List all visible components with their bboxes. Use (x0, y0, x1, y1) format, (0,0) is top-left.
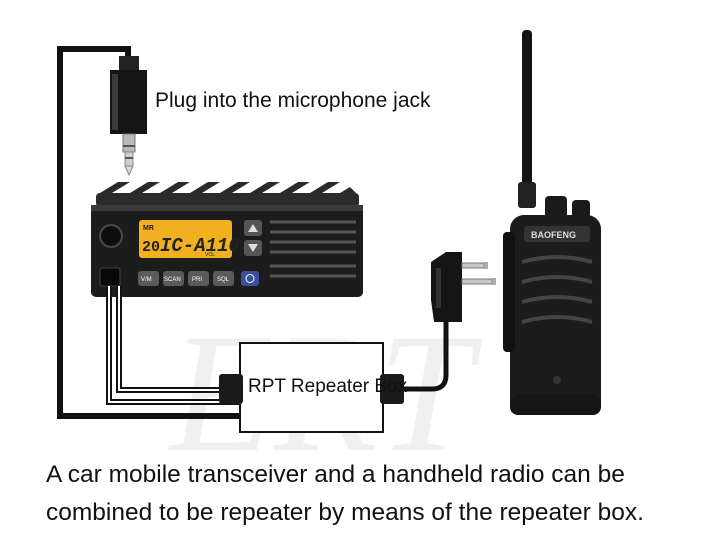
channel-knob (545, 196, 567, 218)
antenna (522, 30, 532, 200)
handheld-radio: BAOFENG (503, 30, 601, 415)
svg-text:VOL: VOL (205, 252, 215, 258)
repeater-box-label: RPT Repeater Box (248, 376, 407, 398)
svg-text:IC-A110: IC-A110 (160, 235, 240, 257)
caption-line-1: A car mobile transceiver and a handheld … (46, 456, 644, 494)
mic-socket (100, 268, 120, 286)
volume-knob (100, 225, 122, 247)
caption-line-2: combined to be repeater by means of the … (46, 494, 644, 532)
svg-text:SCAN: SCAN (164, 277, 181, 283)
svg-text:V/M: V/M (141, 277, 152, 283)
svg-text:20: 20 (142, 239, 160, 256)
svg-text:MR: MR (143, 225, 154, 232)
mic-plug (110, 56, 147, 175)
svg-text:SQL: SQL (217, 277, 230, 283)
caption: A car mobile transceiver and a handheld … (46, 456, 644, 532)
mobile-transceiver: MR 20 IC-A110 VOL V/M SCAN PRI SQL (91, 182, 363, 297)
heat-sink (100, 182, 356, 193)
svg-text:BAOFENG: BAOFENG (531, 230, 576, 240)
microphone-jack-label: Plug into the microphone jack (155, 89, 431, 113)
svg-text:PRI: PRI (192, 277, 202, 283)
